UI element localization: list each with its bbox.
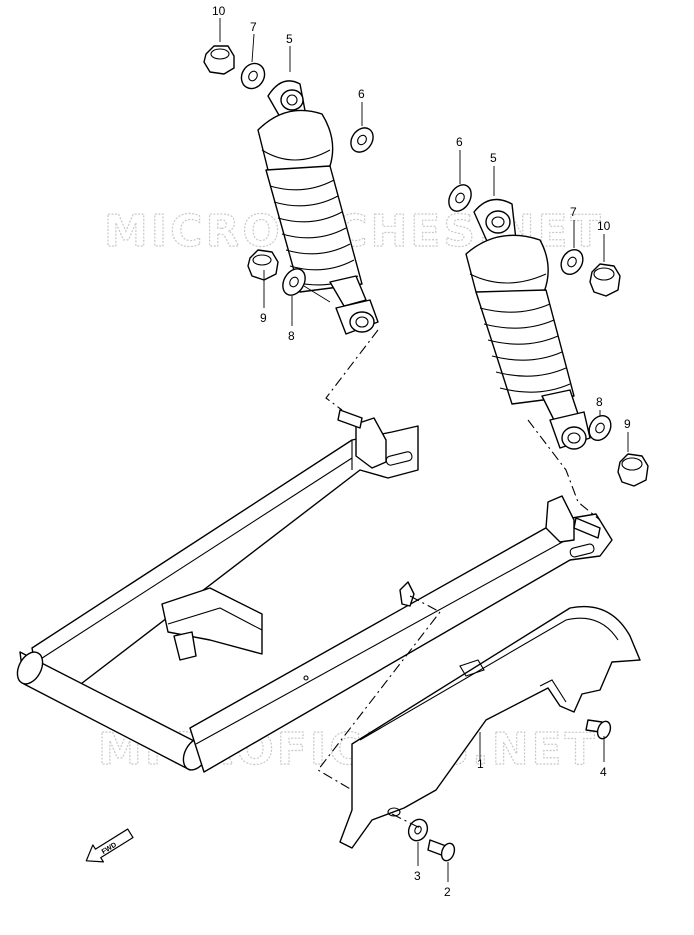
stud-left <box>337 409 363 429</box>
bolt-4 <box>585 719 612 740</box>
fwd-arrow-icon: FWD <box>85 828 134 863</box>
nut-9-left <box>247 249 279 281</box>
callout-6-right: 6 <box>456 135 463 149</box>
washer-6-left <box>350 127 374 153</box>
callout-8-right: 8 <box>596 395 603 409</box>
cap-nut-10-left <box>203 45 235 75</box>
callout-10-right: 10 <box>597 219 611 233</box>
callout-4: 4 <box>600 765 607 779</box>
washer-3 <box>407 818 429 842</box>
callout-1: 1 <box>477 757 484 771</box>
shock-absorber-right <box>465 198 591 450</box>
washer-8-left <box>282 268 306 296</box>
callout-2: 2 <box>444 885 451 899</box>
washer-6-right <box>448 184 472 212</box>
swingarm <box>16 417 613 773</box>
callout-3: 3 <box>414 869 421 883</box>
callout-7-right: 7 <box>570 205 577 219</box>
nut-9-right <box>617 453 649 487</box>
bolt-2 <box>427 839 456 862</box>
washer-8-right <box>588 414 612 442</box>
callout-7-left: 7 <box>250 20 257 34</box>
washer-7-left <box>240 62 266 90</box>
callout-8-left: 8 <box>288 329 295 343</box>
callout-leaders <box>219 18 629 882</box>
leader-left-bottom <box>303 285 331 303</box>
assembly-line-washer <box>391 813 421 829</box>
callout-9-right: 9 <box>624 417 631 431</box>
shock-absorber-left <box>257 80 379 335</box>
callout-9-left: 9 <box>260 311 267 325</box>
washer-7-right <box>560 248 584 276</box>
cap-nut-10-right <box>589 263 621 297</box>
callout-5-right: 5 <box>490 151 497 165</box>
stud-right <box>573 517 601 539</box>
chain-case <box>339 605 641 849</box>
callout-10-left: 10 <box>212 4 226 18</box>
assembly-line-left <box>325 329 379 411</box>
callout-6-left: 6 <box>358 87 365 101</box>
callout-5-left: 5 <box>286 32 293 46</box>
